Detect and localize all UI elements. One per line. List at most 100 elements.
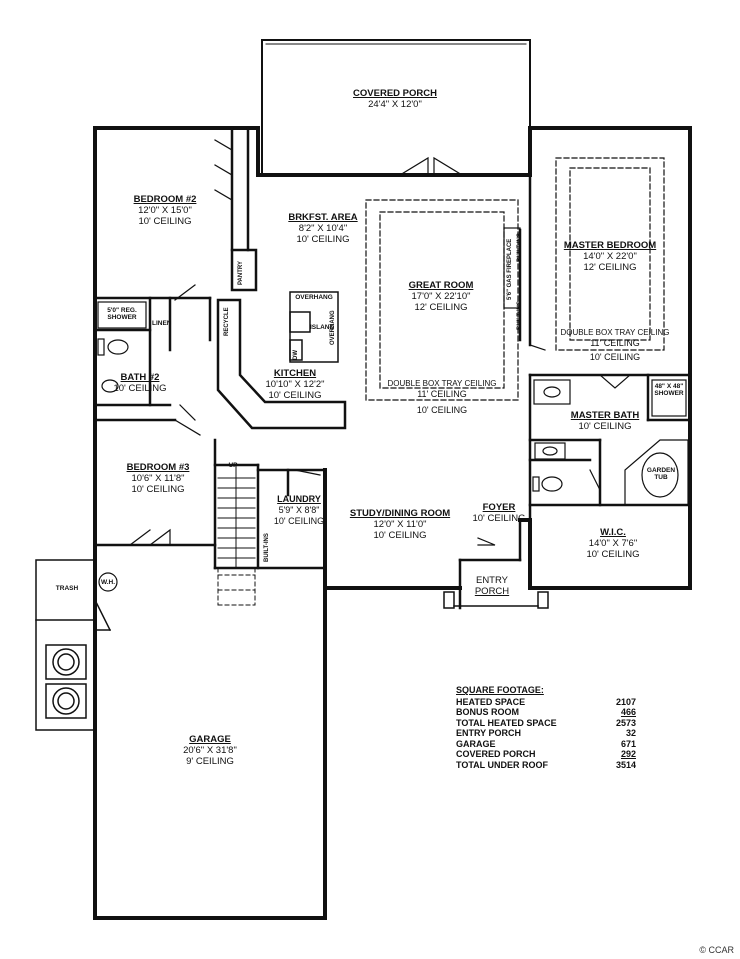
room-name: GARAGE — [189, 734, 231, 745]
kitchen-label: KITCHEN 10'10" X 12'2" 10' CEILING — [250, 368, 340, 401]
sqft-row: GARAGE 671 — [456, 739, 636, 750]
sqft-row-label: ENTRY PORCH — [456, 728, 522, 738]
room-ceiling: 10' CEILING — [138, 216, 192, 227]
master-shower-line-2: SHOWER — [654, 390, 684, 397]
room-name: GREAT ROOM — [408, 280, 474, 291]
room-dims: 5'9" X 8'8" — [278, 505, 320, 515]
tub-line-2: TUB — [654, 474, 668, 481]
sqft-row-label: TOTAL UNDER ROOF — [456, 759, 548, 770]
room-dims: 8'2" X 10'4" — [298, 223, 348, 234]
tray-ceilings — [365, 157, 665, 401]
trash-alcove — [35, 559, 97, 731]
room-name: STUDY/DINING ROOM — [349, 508, 451, 519]
wh-label: W.H. — [100, 579, 116, 586]
room-name: COVERED PORCH — [353, 88, 437, 99]
room-ceiling: 12' CEILING — [583, 262, 637, 273]
master-bath-label: MASTER BATH 10' CEILING — [560, 410, 650, 432]
stairs — [217, 464, 256, 569]
room-name: BRKFST. AREA — [288, 212, 358, 223]
sqft-row-value: 466 — [620, 707, 636, 717]
room-ceiling: 12' CEILING — [414, 302, 468, 313]
built-ins-2-label: BUILT-INS — [517, 301, 523, 330]
room-dims: 20'6" X 31'8" — [183, 745, 237, 756]
entry-porch-columns — [443, 591, 549, 609]
room-name: BEDROOM #3 — [126, 462, 190, 473]
room-ceiling: 10' CEILING — [273, 516, 325, 526]
linen-label: LINEN — [152, 320, 172, 327]
bath-fixtures — [97, 301, 689, 506]
entry-porch-label: ENTRY PORCH — [470, 575, 514, 597]
master-bedroom-label: MASTER BEDROOM 14'0" X 22'0" 12' CEILING — [555, 240, 665, 273]
tray-line-3: 10' CEILING — [416, 405, 468, 415]
door-swings — [129, 139, 631, 546]
exterior-walls — [93, 126, 692, 920]
tray-line-3: 10' CEILING — [589, 352, 641, 362]
master-shower-line-1: 48" X 48" — [654, 383, 684, 390]
ccar-watermark: © CCAR — [699, 945, 734, 955]
room-name: MASTER BEDROOM — [563, 240, 657, 251]
room-dims: 12'0" X 15'0" — [138, 205, 192, 216]
entry-line-2: PORCH — [474, 586, 510, 597]
wic-label: W.I.C. 14'0" X 7'6" 10' CEILING — [568, 527, 658, 560]
shower-line-2: SHOWER — [107, 314, 137, 321]
built-ins-1-label: BUILT-INS — [517, 233, 523, 262]
kitchen-island — [289, 291, 339, 363]
room-name: BEDROOM #2 — [133, 194, 197, 205]
shower-line-1: 5'0" REG. — [107, 307, 137, 314]
up-label: UP — [228, 462, 238, 469]
sqft-row-value: 2107 — [615, 696, 636, 707]
room-ceiling: 10' CEILING — [578, 421, 632, 432]
garage-label: GARAGE 20'6" X 31'8" 9' CEILING — [160, 734, 260, 767]
water-heater — [98, 572, 118, 592]
sqft-row-label: HEATED SPACE — [456, 696, 526, 707]
bath2-label: BATH #2 10' CEILING — [112, 372, 168, 394]
room-name: BATH #2 — [120, 372, 160, 383]
foyer-label: FOYER 10' CEILING — [466, 502, 532, 524]
bedroom3-label: BEDROOM #3 10'6" X 11'8" 10' CEILING — [108, 462, 208, 495]
sqft-title: SQUARE FOOTAGE: — [456, 685, 544, 695]
sqft-row-value: 292 — [620, 749, 636, 759]
room-dims: 12'0" X 11'0" — [373, 519, 427, 530]
covered-porch-outline — [261, 39, 531, 176]
bedroom2-label: BEDROOM #2 12'0" X 15'0" 10' CEILING — [110, 194, 220, 227]
fireplace — [503, 227, 521, 309]
study-label: STUDY/DINING ROOM 12'0" X 11'0" 10' CEIL… — [340, 508, 460, 541]
shower-label: 5'0" REG. SHOWER — [100, 307, 144, 321]
room-dims: 17'0" X 22'10" — [411, 291, 471, 302]
great-room-tray-label: DOUBLE BOX TRAY CEILING 11' CEILING 10' … — [366, 378, 518, 416]
room-ceiling: 10' CEILING — [472, 513, 526, 524]
room-name: W.I.C. — [600, 527, 626, 538]
tray-line-1: DOUBLE BOX TRAY CEILING — [387, 379, 497, 388]
tray-line-1: DOUBLE BOX TRAY CEILING — [560, 328, 670, 337]
sqft-row-value: 3514 — [615, 759, 636, 770]
sqft-row-value: 2573 — [615, 717, 636, 728]
brkfst-label: BRKFST. AREA 8'2" X 10'4" 10' CEILING — [268, 212, 378, 245]
master-shower-label: 48" X 48" SHOWER — [650, 383, 688, 397]
sqft-row: TOTAL HEATED SPACE 2573 — [456, 718, 636, 729]
room-dims: 10'6" X 11'8" — [131, 473, 185, 484]
sqft-row-value: 671 — [620, 738, 636, 749]
stairs-down — [217, 567, 256, 606]
entry-line-1: ENTRY — [475, 575, 509, 586]
room-name: KITCHEN — [273, 368, 317, 379]
master-tray-label: DOUBLE BOX TRAY CEILING 11' CEILING 10' … — [550, 327, 680, 363]
tray-line-2: 11' CEILING — [590, 338, 640, 348]
sqft-row: TOTAL UNDER ROOF 3514 — [456, 760, 636, 771]
sqft-row-label: TOTAL HEATED SPACE — [456, 717, 557, 728]
room-ceiling: 10' CEILING — [131, 484, 185, 495]
room-name: FOYER — [482, 502, 516, 513]
sqft-row-label: COVERED PORCH — [456, 749, 536, 759]
room-ceiling: 10' CEILING — [268, 390, 322, 401]
room-dims: 24'4" X 12'0" — [368, 99, 422, 110]
sqft-row: COVERED PORCH 292 — [456, 749, 636, 760]
fireplace-label: 5'6" GAS FIREPLACE — [507, 238, 513, 300]
great-room-label: GREAT ROOM 17'0" X 22'10" 12' CEILING — [386, 280, 496, 313]
sqft-row: HEATED SPACE 2107 — [456, 697, 636, 708]
sqft-row-label: GARAGE — [456, 738, 496, 749]
tub-line-1: GARDEN — [646, 467, 676, 474]
room-dims: 10'10" X 12'2" — [265, 379, 325, 390]
tray-line-2: 11' CEILING — [417, 389, 467, 399]
